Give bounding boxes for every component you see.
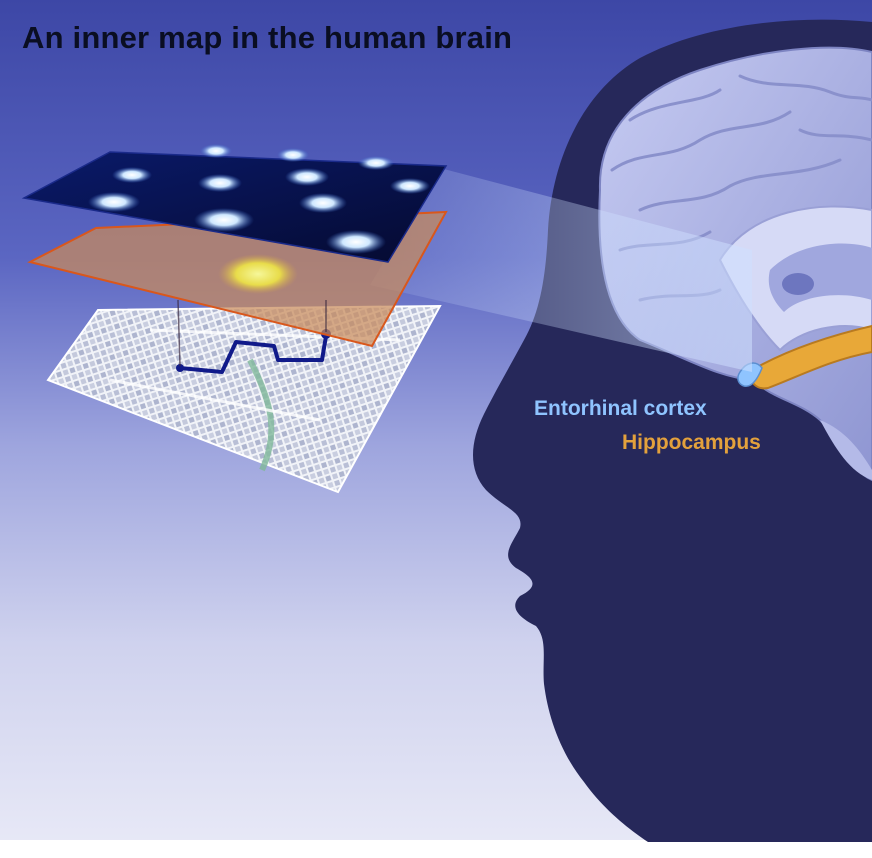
entorhinal-cortex-label: Entorhinal cortex [534, 397, 707, 420]
grid-cell-layer [21, 144, 448, 263]
page-title: An inner map in the human brain [22, 20, 513, 55]
route-path [179, 335, 328, 374]
hippocampus-label: Hippocampus [622, 431, 761, 454]
grid-cell-fields [88, 144, 430, 254]
hippocampus-region [750, 324, 872, 390]
bottom-border [0, 840, 872, 858]
projection-beam [370, 168, 752, 372]
place-field [218, 254, 298, 294]
